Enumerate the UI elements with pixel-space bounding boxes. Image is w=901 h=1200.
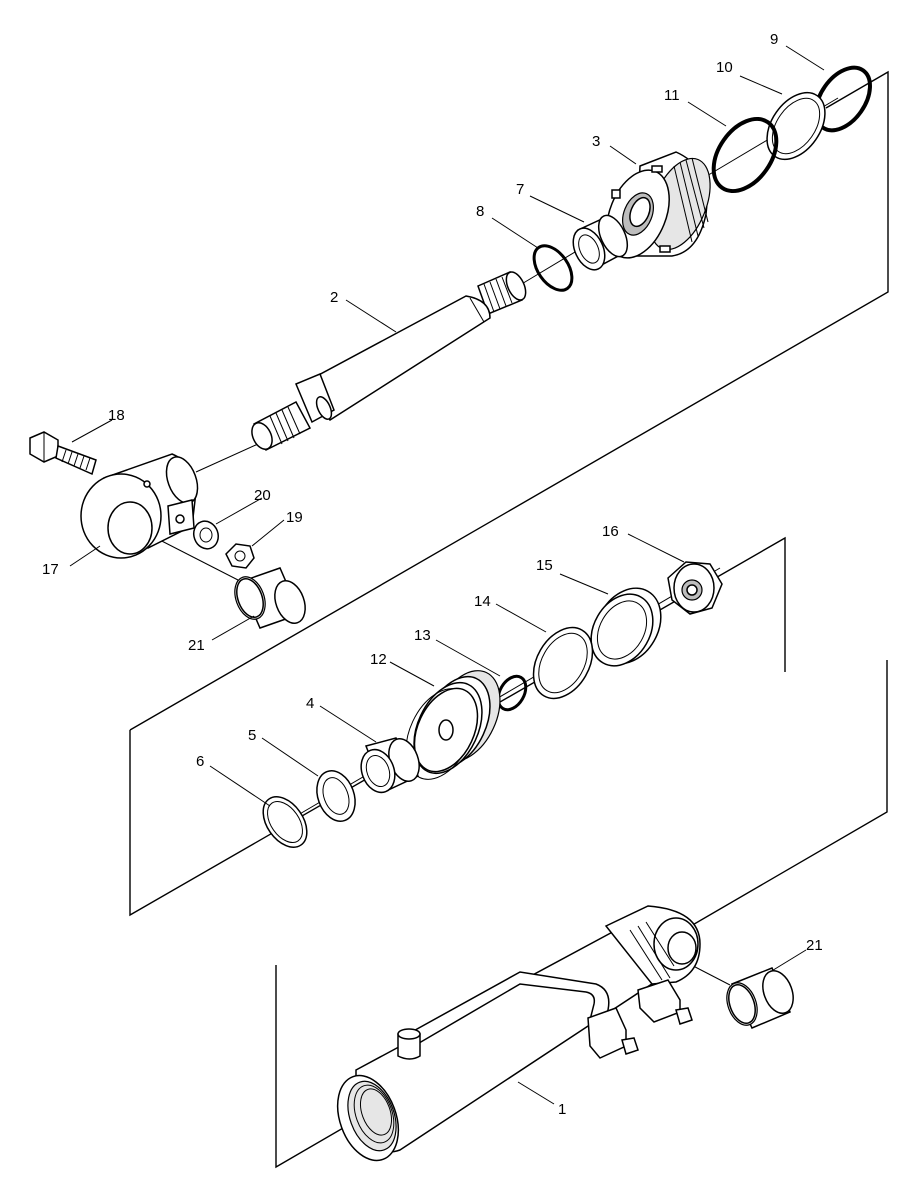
- callout-14: 14: [474, 593, 491, 610]
- callout-21-lower: 21: [806, 937, 823, 954]
- leader-lines: [69, 45, 825, 1105]
- callout-21-upper: 21: [188, 637, 205, 654]
- callout-4: 4: [306, 695, 314, 712]
- part-5-ring: [316, 770, 356, 822]
- part-16-nut: [667, 561, 723, 615]
- part-21-lower-bushing: [726, 967, 794, 1029]
- part-12-piston: [405, 670, 501, 780]
- callout-5: 5: [248, 727, 256, 744]
- callout-13: 13: [414, 627, 431, 644]
- part-20-lock-washer: [192, 520, 220, 550]
- callout-15: 15: [536, 557, 553, 574]
- callout-16: 16: [602, 523, 619, 540]
- callout-9: 9: [770, 31, 778, 48]
- part-7-bushing: [572, 214, 629, 271]
- part-17-rod-eye: [80, 453, 199, 559]
- frame-rod-group: [129, 70, 889, 731]
- part-1-cylinder-tube: [336, 905, 701, 1162]
- callout-6: 6: [196, 753, 204, 770]
- part-11-o-ring: [711, 116, 779, 194]
- part-18-bolt: [29, 431, 97, 476]
- callout-18: 18: [108, 407, 125, 424]
- part-8-wiper-ring: [532, 244, 574, 292]
- callout-10: 10: [716, 59, 733, 76]
- part-10-backup-ring: [766, 91, 826, 161]
- callout-7: 7: [516, 181, 524, 198]
- callout-labels: 9 10 11 3 7 8 2 18 17 20 19 21 16 15 14 …: [42, 31, 823, 1118]
- callout-1: 1: [558, 1101, 566, 1118]
- callout-20: 20: [254, 487, 271, 504]
- part-13-o-ring: [496, 674, 528, 712]
- callout-19: 19: [286, 509, 303, 526]
- part-2-piston-rod: [251, 271, 527, 452]
- part-4-spacer: [360, 737, 420, 794]
- part-14-ring: [532, 626, 594, 700]
- part-21-upper-bushing: [234, 567, 306, 629]
- callout-8: 8: [476, 203, 484, 220]
- callout-17: 17: [42, 561, 59, 578]
- callout-12: 12: [370, 651, 387, 668]
- part-19-nut: [225, 543, 255, 569]
- callout-3: 3: [592, 133, 600, 150]
- part-15-seal-ring: [590, 587, 662, 667]
- callout-11: 11: [664, 87, 680, 104]
- assembly-axes: [149, 97, 839, 986]
- callout-2: 2: [330, 289, 338, 306]
- part-6-ring: [262, 796, 308, 848]
